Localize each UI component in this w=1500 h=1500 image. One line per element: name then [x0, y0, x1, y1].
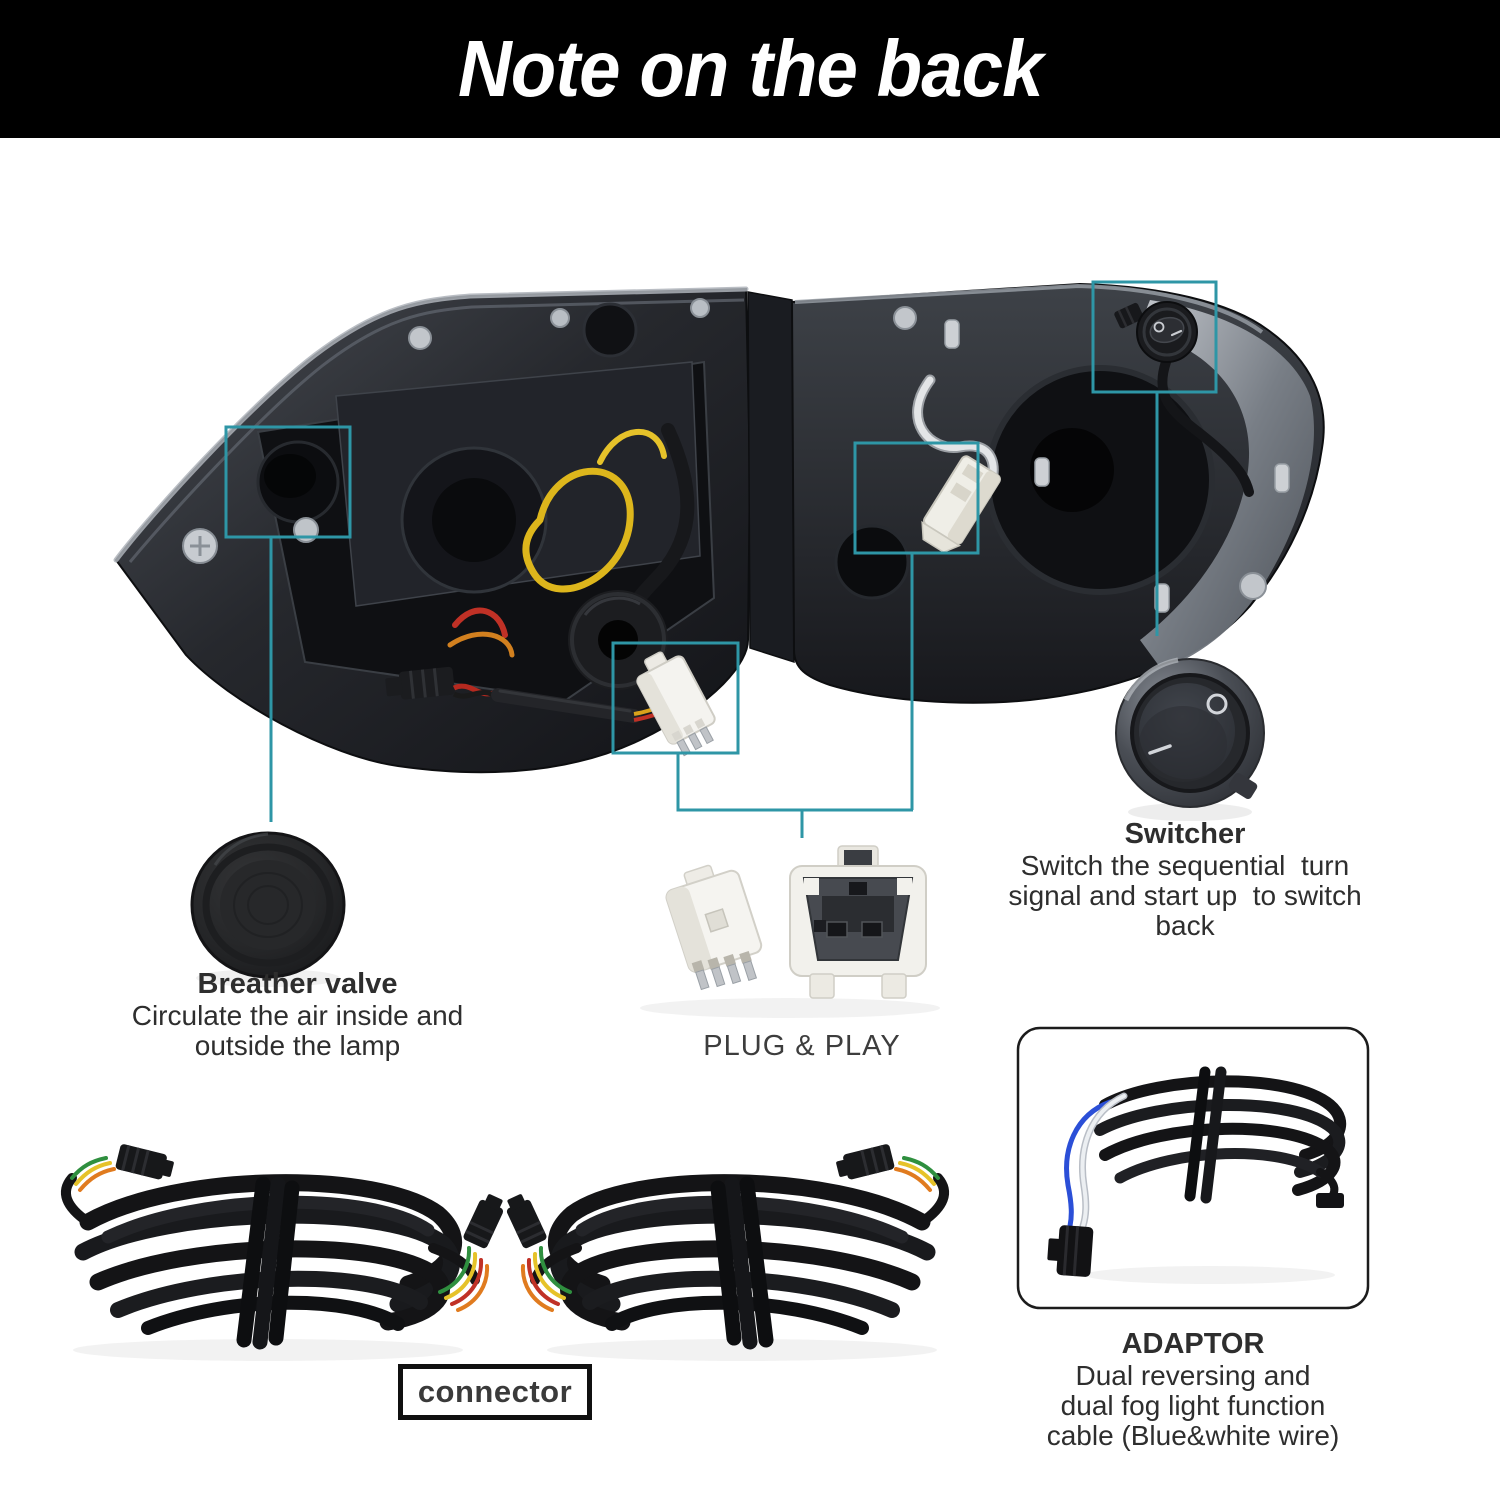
- connector-label-box: connector: [398, 1364, 592, 1420]
- breather-valve-title: Breather valve: [197, 968, 398, 1000]
- adaptor-title: ADAPTOR: [1121, 1328, 1265, 1360]
- switcher-title: Switcher: [1124, 818, 1246, 850]
- lamp-bracket: [747, 291, 795, 664]
- rocker-on-mark-icon: [1148, 744, 1172, 755]
- plug-and-play-label: PLUG & PLAY: [703, 1030, 901, 1062]
- adaptor-description: Dual reversing and dual fog light functi…: [1046, 1360, 1340, 1451]
- rocker-switch-image: [1115, 657, 1265, 821]
- wire-harness-right-image: [502, 1143, 944, 1361]
- callout-box-lamp-connector: [853, 441, 980, 555]
- connector-label: connector: [417, 1374, 573, 1409]
- tail-lamp-left-image: [113, 286, 752, 774]
- pigtail-cable-image: [385, 651, 716, 757]
- rubber-grommet-icon: [568, 590, 668, 690]
- white-connector-plug-icon: [921, 455, 1001, 553]
- breather-valve-image: [190, 831, 346, 987]
- switcher-label-block: Switcher Switch the sequential turn sign…: [995, 818, 1375, 941]
- rocker-off-mark-icon: [1206, 693, 1228, 715]
- plug-and-play-connectors-image: [640, 845, 940, 1018]
- page-title: Note on the back: [457, 24, 1043, 113]
- white-wire: [1080, 1094, 1126, 1228]
- breather-valve-description: Circulate the air inside and outside the…: [131, 1000, 464, 1061]
- tail-lamp-right-image: [790, 282, 1325, 704]
- top-banner: Note on the back: [0, 0, 1500, 138]
- breather-valve-label-block: Breather valve Circulate the air inside …: [75, 968, 520, 1061]
- callout-box-switcher: [1091, 280, 1218, 394]
- callout-box-pigtail-connector: [611, 641, 740, 755]
- callout-box-breather-valve: [224, 425, 352, 539]
- connector-socket-icon: [789, 845, 927, 999]
- yellow-wire: [522, 467, 634, 593]
- wire-harness-left-image: [66, 1143, 508, 1361]
- leader-line-connectors: [676, 553, 914, 838]
- adaptor-sm-connector-icon: [1047, 1225, 1094, 1277]
- screw-icon: [182, 298, 710, 564]
- blue-wire: [1064, 1099, 1113, 1229]
- connector-4pin-plug-icon: [665, 864, 763, 991]
- adaptor-label-block: ADAPTOR Dual reversing and dual fog ligh…: [1023, 1328, 1363, 1451]
- adaptor-cable-image: [1016, 1026, 1370, 1310]
- switcher-description: Switch the sequential turn signal and st…: [1008, 850, 1362, 941]
